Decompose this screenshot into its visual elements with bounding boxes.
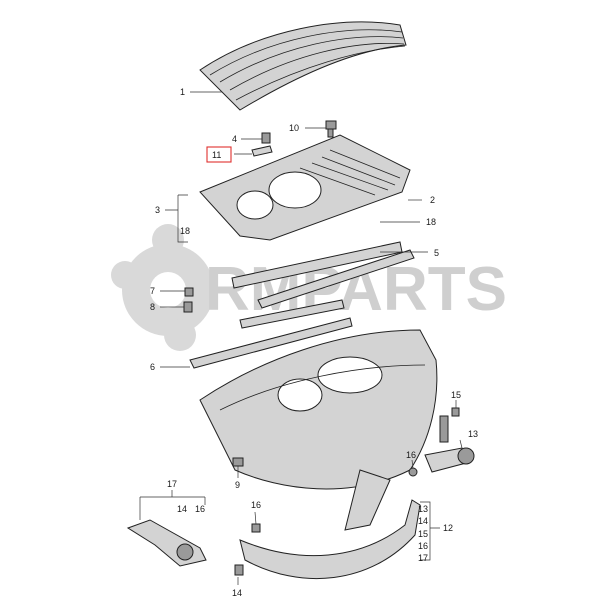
callout-10: 10 bbox=[289, 123, 299, 133]
callout-12-sub: 15 bbox=[418, 529, 428, 539]
part-1-louver bbox=[199, 21, 407, 111]
callout-3: 3 bbox=[155, 205, 160, 215]
part-4-bolt bbox=[261, 132, 271, 144]
callout-17-sub-16: 16 bbox=[195, 504, 205, 514]
callout-12-sub-list: 13 14 15 16 17 bbox=[418, 504, 428, 563]
callout-2: 2 bbox=[430, 195, 435, 205]
callout-12-sub: 14 bbox=[418, 516, 428, 526]
part-8-clip bbox=[183, 301, 193, 313]
callout-15: 15 bbox=[451, 390, 461, 400]
callout-16-mid: 16 bbox=[406, 450, 416, 460]
part-16-nut-bottom bbox=[251, 523, 261, 533]
part-7-clip bbox=[184, 287, 194, 297]
callout-8: 8 bbox=[150, 302, 155, 312]
highlight-box bbox=[206, 146, 232, 163]
callout-12-sub: 17 bbox=[418, 553, 428, 563]
leader-lines bbox=[139, 91, 463, 585]
part-9-grommet bbox=[232, 457, 244, 467]
callout-13: 13 bbox=[468, 429, 478, 439]
callout-9: 9 bbox=[235, 480, 240, 490]
part-10-screw bbox=[325, 120, 337, 138]
callout-11: 11 bbox=[212, 150, 221, 160]
part-15-bolt bbox=[439, 407, 460, 443]
callout-16-bottom: 16 bbox=[251, 500, 261, 510]
part-6-trim-strip bbox=[189, 299, 353, 369]
tailgate-body bbox=[199, 329, 438, 490]
callout-6: 6 bbox=[150, 362, 155, 372]
part-16-nut bbox=[408, 467, 418, 477]
callout-labels: 1 4 10 11 2 3 18 18 5 7 8 6 9 15 13 16 1… bbox=[150, 87, 478, 598]
part-3-grille-panel bbox=[199, 134, 411, 241]
part-5-trim-strip bbox=[231, 241, 415, 309]
callout-5: 5 bbox=[434, 248, 439, 258]
watermark-text: RMPARTS bbox=[205, 255, 507, 324]
watermark-gear-icon bbox=[111, 224, 214, 351]
part-11-bracket bbox=[251, 145, 273, 157]
part-12-hinge-bracket bbox=[239, 469, 421, 580]
callout-3-sub-18: 18 bbox=[180, 226, 190, 236]
callout-1: 1 bbox=[180, 87, 185, 97]
callout-17-sub-14: 14 bbox=[177, 504, 187, 514]
part-17-actuator bbox=[126, 519, 207, 567]
callout-14-bottom: 14 bbox=[232, 588, 242, 598]
callout-4: 4 bbox=[232, 134, 237, 144]
part-14-bolt bbox=[234, 564, 244, 576]
part-13-motor bbox=[424, 447, 475, 473]
callout-18: 18 bbox=[426, 217, 436, 227]
callout-7: 7 bbox=[150, 286, 155, 296]
callout-12-sub: 13 bbox=[418, 504, 428, 514]
callout-12: 12 bbox=[443, 523, 453, 533]
callout-12-sub: 16 bbox=[418, 541, 428, 551]
callout-17: 17 bbox=[167, 479, 177, 489]
